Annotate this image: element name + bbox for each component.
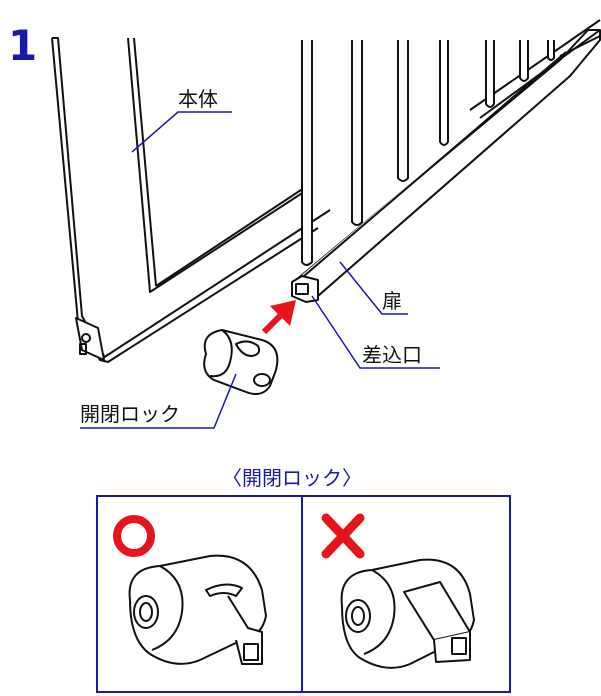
lock-wrong-illustration	[340, 558, 475, 669]
label-body-text: 本体	[178, 87, 218, 111]
cross-ng-icon	[321, 513, 365, 559]
circle-ok-icon	[113, 515, 155, 557]
label-slot-text: 差込口	[362, 343, 422, 367]
insert-arrow-icon	[261, 300, 296, 335]
step-number: 1	[8, 21, 37, 70]
label-slot: 差込口	[311, 295, 440, 369]
detail-frame	[96, 495, 511, 693]
lock-part	[203, 329, 279, 395]
label-door: 扉	[339, 261, 408, 315]
gate-door	[291, 19, 601, 303]
label-lock-text: 開閉ロック	[80, 402, 180, 426]
lock-correct-illustration	[128, 554, 267, 665]
detail-caption: 〈開閉ロック〉	[222, 466, 362, 490]
label-lock: 開閉ロック	[80, 373, 237, 429]
gate-body	[51, 37, 331, 363]
label-door-text: 扉	[382, 289, 402, 313]
label-body: 本体	[131, 87, 232, 153]
